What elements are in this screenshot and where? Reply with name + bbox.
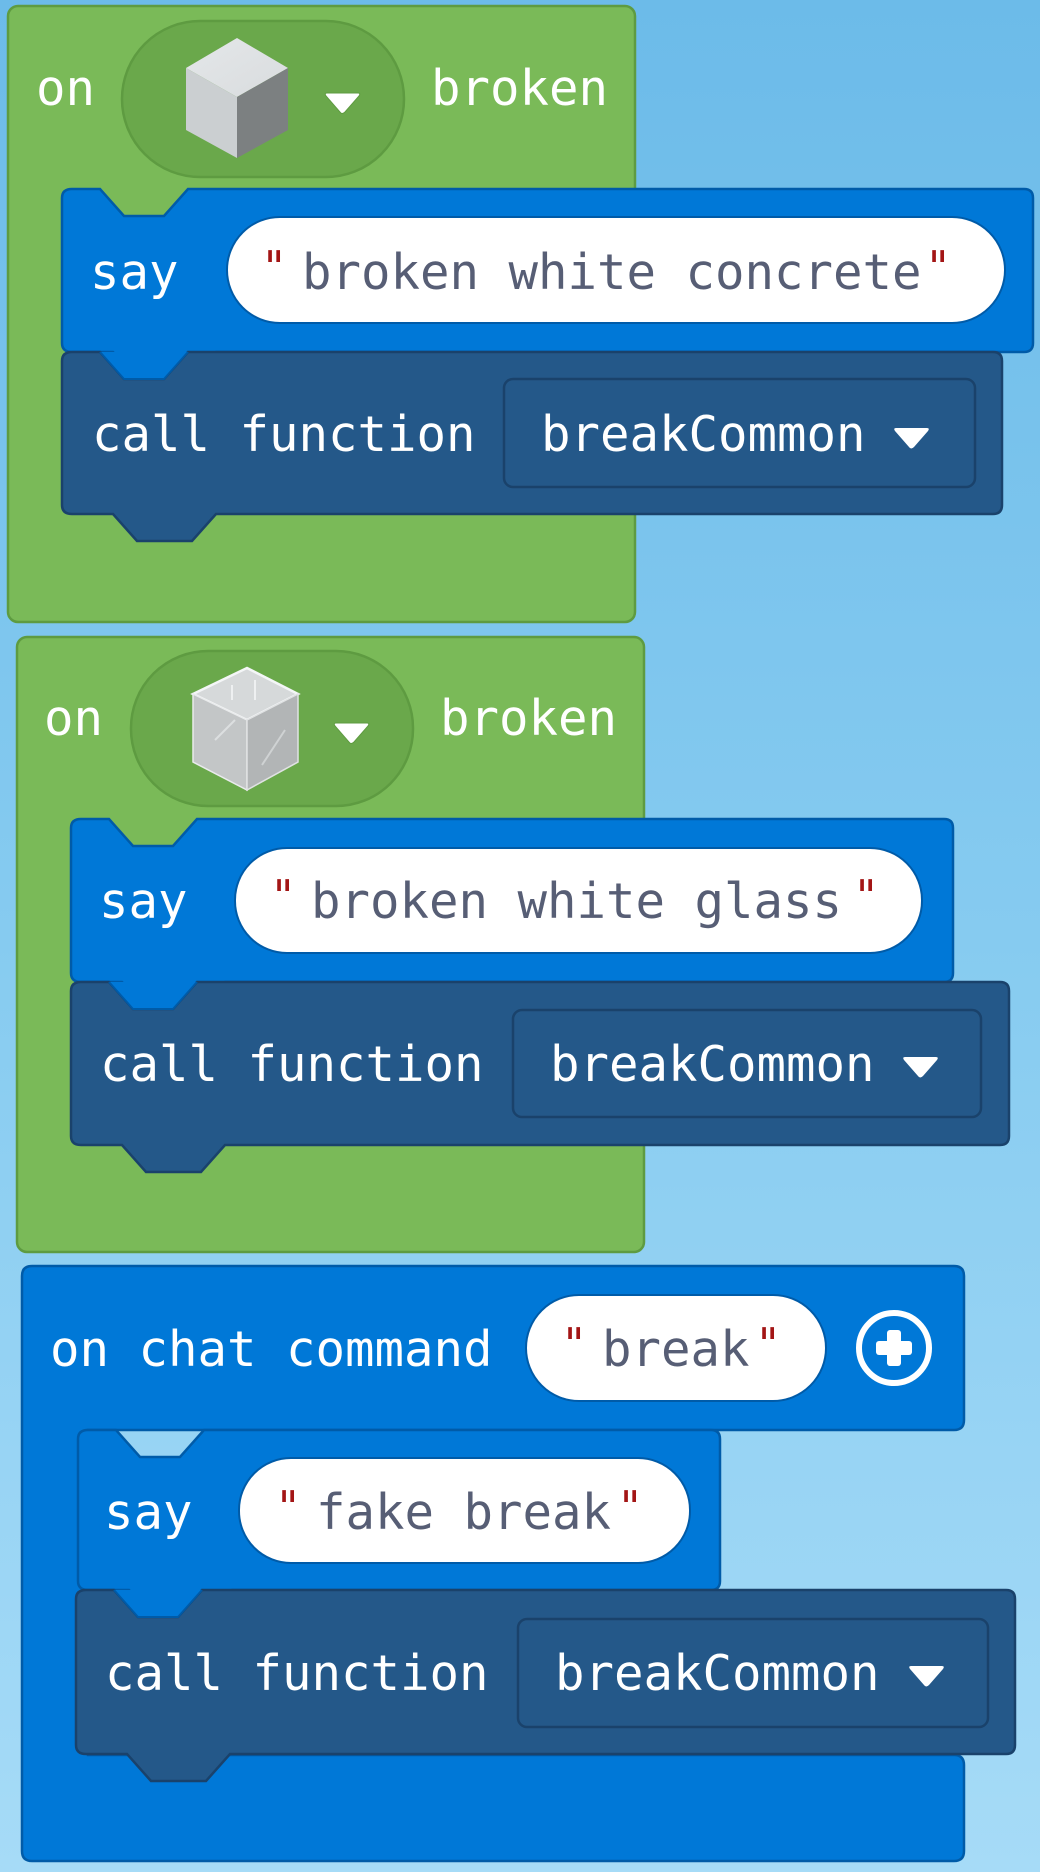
quote-close: " bbox=[758, 1319, 779, 1370]
quote-close: " bbox=[620, 1482, 641, 1533]
on-label: on bbox=[44, 690, 104, 747]
quote-open: " bbox=[273, 871, 294, 922]
broken-label: broken bbox=[440, 690, 618, 747]
say-string-value[interactable]: broken white concrete bbox=[302, 244, 922, 301]
function-name[interactable]: breakCommon bbox=[541, 406, 866, 463]
quote-close: " bbox=[928, 242, 949, 293]
call-function-label: call function bbox=[92, 406, 476, 463]
quote-open: " bbox=[264, 242, 285, 293]
function-dropdown-1 bbox=[502, 377, 977, 489]
block-dropdown-2[interactable] bbox=[129, 649, 415, 808]
chevron-down-icon bbox=[324, 92, 361, 114]
quote-open: " bbox=[564, 1319, 585, 1370]
on-label: on bbox=[36, 60, 96, 117]
say-string-value[interactable]: fake break bbox=[316, 1484, 612, 1541]
say-string-pill-2 bbox=[234, 847, 923, 954]
on-chat-command-label: on chat command bbox=[50, 1321, 493, 1378]
say-label: say bbox=[90, 244, 179, 301]
function-dropdown-3 bbox=[516, 1617, 990, 1729]
chevron-down-icon bbox=[909, 1666, 944, 1687]
call-function-label: call function bbox=[105, 1645, 489, 1702]
function-name[interactable]: breakCommon bbox=[555, 1645, 880, 1702]
plus-circle-icon[interactable] bbox=[856, 1310, 932, 1386]
call-function-label: call function bbox=[100, 1036, 484, 1093]
chat-command-block[interactable] bbox=[20, 1264, 1017, 1863]
event-block-1[interactable] bbox=[6, 4, 1035, 624]
quote-open: " bbox=[278, 1482, 299, 1533]
function-dropdown-2 bbox=[511, 1008, 983, 1119]
say-label: say bbox=[99, 873, 188, 930]
block-dropdown-1[interactable] bbox=[120, 19, 406, 179]
quote-close: " bbox=[856, 871, 877, 922]
white-concrete-block-icon bbox=[186, 38, 288, 158]
say-string-value[interactable]: broken white glass bbox=[311, 873, 843, 930]
say-label: say bbox=[104, 1484, 193, 1541]
say-string-pill-1 bbox=[226, 216, 1006, 324]
chat-command-string-pill bbox=[525, 1294, 827, 1402]
chat-command-value[interactable]: break bbox=[602, 1321, 750, 1378]
say-string-pill-3 bbox=[238, 1457, 691, 1564]
chevron-down-icon bbox=[894, 428, 929, 449]
chevron-down-icon bbox=[333, 722, 370, 744]
function-name[interactable]: breakCommon bbox=[550, 1036, 875, 1093]
event-block-2[interactable] bbox=[15, 635, 1011, 1254]
white-glass-block-icon bbox=[190, 666, 301, 792]
broken-label: broken bbox=[431, 60, 609, 117]
chevron-down-icon bbox=[903, 1057, 938, 1078]
